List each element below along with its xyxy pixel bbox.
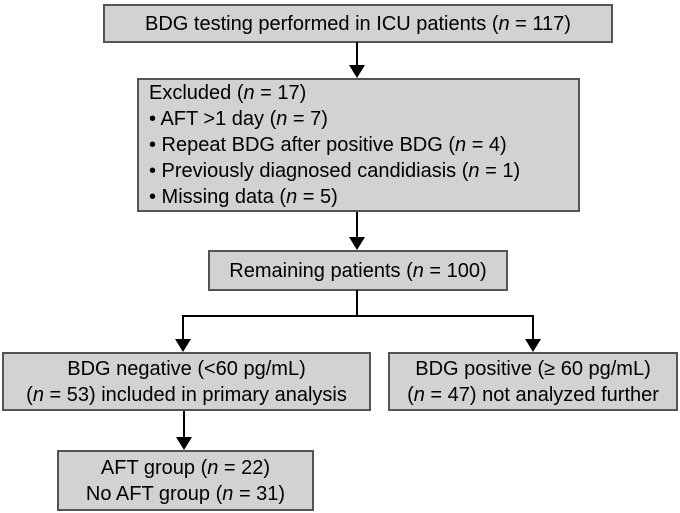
box-text-line: • AFT >1 day (n = 7)	[149, 108, 328, 130]
arrow-excluded-to-remaining-line	[356, 212, 358, 238]
flow-box-bdg-testing-total: BDG testing performed in ICU patients (n…	[103, 4, 613, 43]
flow-box-bdg-negative: BDG negative (<60 pg/mL) (n = 53) include…	[2, 352, 371, 411]
box-text-line: • Missing data (n = 5)	[149, 186, 338, 208]
arrow-top-to-excluded-line	[356, 42, 358, 66]
branch-right-arrow-head	[525, 339, 541, 352]
branch-left-drop-line	[182, 315, 184, 340]
box-text-line: No AFT group (n = 31)	[85, 482, 286, 505]
flow-box-bdg-positive: BDG positive (≥ 60 pg/mL) (n = 47) not an…	[388, 352, 678, 411]
flow-box-remaining-patients: Remaining patients (n = 100)	[208, 250, 508, 291]
box-text-line: AFT group (n = 22)	[100, 456, 271, 479]
arrow-negative-to-aft-head	[176, 437, 192, 450]
box-text-line: • Previously diagnosed candidiasis (n = …	[149, 160, 521, 182]
box-text-line: Excluded (n = 17)	[149, 82, 307, 104]
arrow-top-to-excluded-head	[349, 65, 365, 78]
box-text-line: (n = 53) included in primary analysis	[26, 383, 347, 406]
branch-stem-line	[356, 290, 358, 317]
arrow-negative-to-aft-line	[183, 411, 185, 438]
flow-box-aft-groups: AFT group (n = 22) No AFT group (n = 31)	[57, 450, 314, 511]
box-text-line: BDG negative (<60 pg/mL)	[67, 357, 306, 380]
box-text-line: (n = 47) not analyzed further	[407, 383, 659, 406]
box-text-line: BDG positive (≥ 60 pg/mL)	[415, 357, 651, 380]
flow-box-excluded: Excluded (n = 17) • AFT >1 day (n = 7) • R…	[137, 78, 580, 212]
branch-right-drop-line	[532, 315, 534, 340]
arrow-excluded-to-remaining-head	[349, 237, 365, 250]
box-text-line: Remaining patients (n = 100)	[229, 259, 487, 282]
branch-left-arrow-head	[175, 339, 191, 352]
box-text-line: BDG testing performed in ICU patients (n…	[145, 12, 571, 35]
box-text-line: • Repeat BDG after positive BDG (n = 4)	[149, 134, 507, 156]
branch-horizontal-line	[182, 315, 534, 317]
